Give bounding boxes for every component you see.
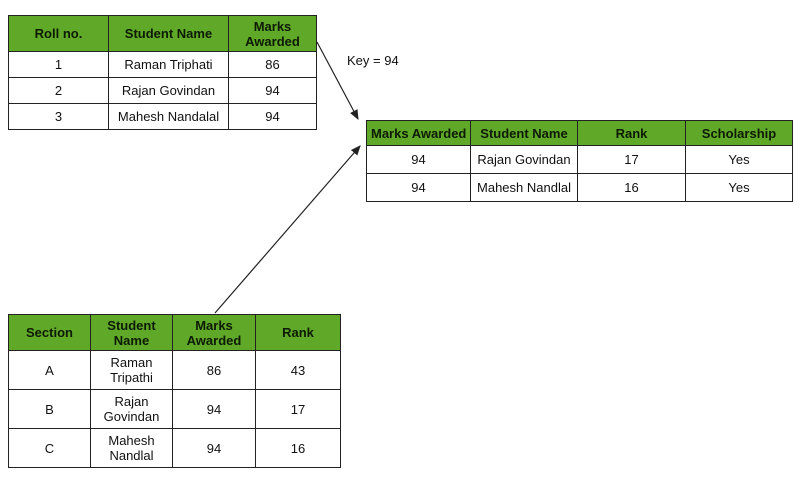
column-header-student-name: Student Name (108, 15, 229, 52)
table-cell: Rajan Govindan (470, 145, 578, 174)
table-row: 1 Raman Triphati 86 (8, 51, 317, 78)
column-header-rank: Rank (255, 314, 341, 351)
table-cell: C (8, 428, 91, 468)
arrow-sections-to-result (214, 145, 361, 314)
column-header-roll-no: Roll no. (8, 15, 109, 52)
column-header-marks-awarded: Marks Awarded (228, 15, 317, 52)
table-cell: Mahesh Nandlal (90, 428, 173, 468)
table-cell: 94 (172, 389, 256, 429)
table-cell: Rajan Govindan (108, 77, 229, 104)
header-row: Roll no. Student Name Marks Awarded (8, 15, 317, 52)
table-cell: Raman Triphati (108, 51, 229, 78)
column-header-rank: Rank (577, 120, 686, 146)
column-header-marks-awarded: Marks Awarded (172, 314, 256, 351)
table-cell: 94 (172, 428, 256, 468)
table-row: 3 Mahesh Nandalal 94 (8, 103, 317, 130)
column-header-marks-awarded: Marks Awarded (366, 120, 471, 146)
table-cell: 86 (228, 51, 317, 78)
table-cell: 1 (8, 51, 109, 78)
table-cell: 2 (8, 77, 109, 104)
table-row: B Rajan Govindan 94 17 (8, 389, 341, 429)
column-header-scholarship: Scholarship (685, 120, 793, 146)
table-cell: 3 (8, 103, 109, 130)
table-row: 94 Rajan Govindan 17 Yes (366, 145, 793, 174)
sections-table: Section Student Name Marks Awarded Rank … (8, 314, 341, 468)
table-row: 2 Rajan Govindan 94 (8, 77, 317, 104)
table-cell: Raman Tripathi (90, 350, 173, 390)
table-cell: 94 (366, 145, 471, 174)
column-header-student-name: Student Name (470, 120, 578, 146)
key-label: Key = 94 (347, 53, 399, 68)
table-cell: Yes (685, 173, 793, 202)
table-cell: 17 (255, 389, 341, 429)
result-table: Marks Awarded Student Name Rank Scholars… (366, 120, 793, 202)
table-cell: Yes (685, 145, 793, 174)
column-header-student-name: Student Name (90, 314, 173, 351)
header-row: Section Student Name Marks Awarded Rank (8, 314, 341, 351)
table-cell: 17 (577, 145, 686, 174)
table-cell: 16 (255, 428, 341, 468)
table-cell: A (8, 350, 91, 390)
table-cell: 94 (366, 173, 471, 202)
table-cell: 94 (228, 103, 317, 130)
table-row: 94 Mahesh Nandlal 16 Yes (366, 173, 793, 202)
table-cell: 86 (172, 350, 256, 390)
table-cell: Mahesh Nandlal (470, 173, 578, 202)
table-cell: Rajan Govindan (90, 389, 173, 429)
source-table: Roll no. Student Name Marks Awarded 1 Ra… (8, 15, 317, 130)
table-cell: 94 (228, 77, 317, 104)
header-row: Marks Awarded Student Name Rank Scholars… (366, 120, 793, 146)
column-header-section: Section (8, 314, 91, 351)
table-row: A Raman Tripathi 86 43 (8, 350, 341, 390)
table-row: C Mahesh Nandlal 94 16 (8, 428, 341, 468)
table-cell: 16 (577, 173, 686, 202)
table-cell: 43 (255, 350, 341, 390)
table-cell: B (8, 389, 91, 429)
table-cell: Mahesh Nandalal (108, 103, 229, 130)
